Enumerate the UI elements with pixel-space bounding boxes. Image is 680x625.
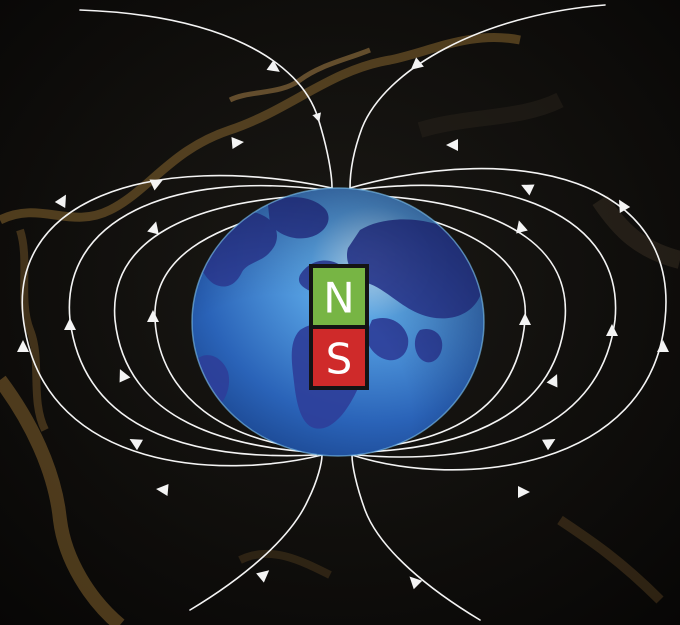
arrowhead-icon [147,310,159,322]
field-line [189,454,323,611]
arrowhead-icon [657,340,669,352]
arrowhead-icon [256,570,270,583]
arrowhead-icon [606,324,618,336]
arrowhead-icon [518,486,530,498]
arrowhead-icon [129,439,143,451]
bar-magnet: N S [309,264,369,390]
field-line [355,184,617,458]
arrowhead-icon [516,220,528,234]
arrowhead-icon [17,340,29,352]
field-line [361,194,567,453]
field-line [351,454,481,621]
arrowhead-icon [519,313,531,325]
mineral-veins [0,32,680,625]
arrowhead-icon [149,179,163,191]
field-line [21,174,333,467]
arrowhead-icon [410,57,424,70]
arrowhead-icon [266,60,280,72]
arrowhead-icon [542,439,556,451]
field-line [349,167,667,471]
arrowhead-icon [64,318,76,330]
arrowhead-icon [119,369,131,383]
field-line [79,9,333,189]
arrowhead-icon [147,221,159,235]
arrowhead-icon [446,139,458,151]
field-line [113,194,321,453]
arrowhead-icon [546,374,558,388]
arrowhead-icon [521,184,535,196]
arrowhead-icon [619,199,631,213]
field-line [349,4,606,189]
arrowhead-icon [231,137,244,149]
arrowhead-icon [54,194,66,208]
arrowhead-icon [156,484,169,496]
south-label: S [326,335,353,384]
north-pole [313,268,365,325]
south-pole [313,329,365,386]
field-arrows [17,57,669,590]
north-label: N [323,274,354,323]
